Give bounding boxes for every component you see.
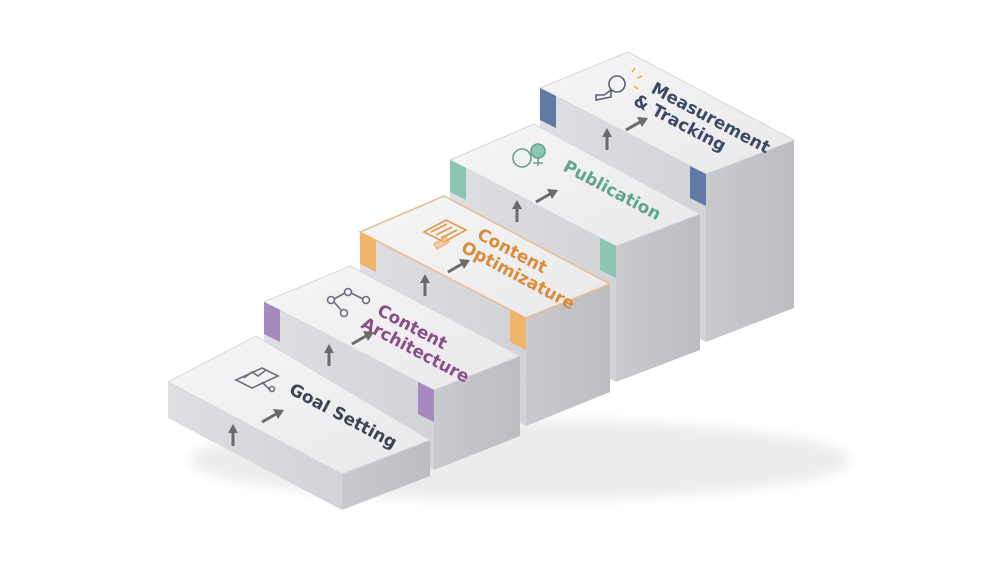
step-right-face xyxy=(706,140,794,342)
step-right-face xyxy=(342,440,430,510)
up-right-arrow-head xyxy=(273,409,284,419)
step-goal-setting xyxy=(166,335,432,510)
step-right-face xyxy=(434,356,520,470)
step-front-face xyxy=(168,382,342,510)
front-arrows xyxy=(228,128,612,446)
accent-band-right xyxy=(418,382,434,422)
up-right-arrow xyxy=(535,192,551,204)
step-top-face xyxy=(538,51,796,175)
up-arrow-head xyxy=(512,200,522,209)
accent-band-left xyxy=(540,88,556,128)
document-pencil-icon xyxy=(422,219,468,251)
up-right-arrow-head xyxy=(637,117,648,127)
up-right-arrow xyxy=(261,412,277,424)
up-right-arrow xyxy=(351,334,367,346)
up-arrow-head xyxy=(420,274,430,283)
up-right-arrow-head xyxy=(363,331,374,341)
person-globe-icon xyxy=(512,143,546,168)
up-arrow-head xyxy=(324,344,334,353)
up-right-arrow xyxy=(447,262,463,274)
network-nodes-icon xyxy=(326,287,371,318)
step-top-face xyxy=(166,335,432,475)
step-right-face xyxy=(616,214,700,382)
up-arrow-head xyxy=(602,128,612,137)
up-arrow-head xyxy=(228,424,238,433)
step-right-face xyxy=(526,284,610,426)
accent-band-right xyxy=(510,310,526,350)
step-top-face xyxy=(448,123,702,247)
document-chart-icon xyxy=(234,367,280,393)
accent-band-right xyxy=(690,166,706,206)
up-right-arrow xyxy=(625,120,641,132)
step-top-face xyxy=(358,195,612,319)
accent-band-right xyxy=(600,238,616,278)
accent-band-left xyxy=(264,302,280,342)
accent-band-left xyxy=(360,232,376,272)
up-right-arrow-head xyxy=(459,259,470,269)
magnifier-person-icon xyxy=(595,67,643,101)
accent-band-left xyxy=(450,160,466,200)
up-right-arrow-head xyxy=(547,189,558,199)
top-arrows xyxy=(261,117,648,424)
